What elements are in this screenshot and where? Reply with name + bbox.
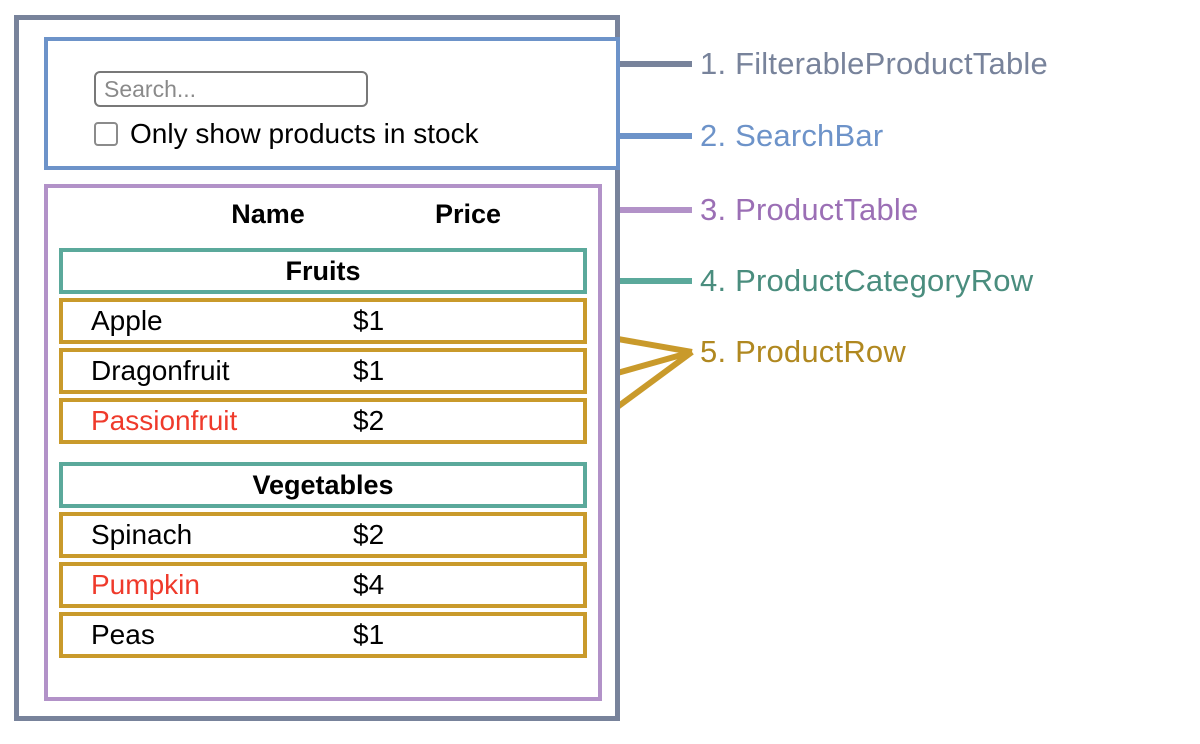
product-name: Dragonfruit <box>91 355 230 386</box>
product-row: Spinach $2 <box>59 512 587 558</box>
product-row: Apple $1 <box>59 298 587 344</box>
product-row: Peas $1 <box>59 612 587 658</box>
legend-label: SearchBar <box>735 118 884 153</box>
product-name: Spinach <box>91 519 193 550</box>
product-category-label: Fruits <box>285 255 361 286</box>
section-spacer <box>59 448 587 462</box>
product-name: Passionfruit <box>91 405 238 436</box>
checkbox-icon[interactable] <box>94 122 118 146</box>
legend-item-product-category-row: 4. ProductCategoryRow <box>700 265 1033 296</box>
legend-item-filterable-product-table: 1. FilterableProductTable <box>700 48 1048 79</box>
legend-item-search-bar: 2. SearchBar <box>700 120 883 151</box>
legend-item-product-row: 5. ProductRow <box>700 336 906 367</box>
column-header-name: Name <box>231 199 305 229</box>
product-row: Dragonfruit $1 <box>59 348 587 394</box>
product-price: $2 <box>353 405 385 436</box>
legend-label: FilterableProductTable <box>735 46 1048 81</box>
product-category-label: Vegetables <box>252 469 394 500</box>
product-row: Passionfruit $2 <box>59 398 587 444</box>
product-price: $1 <box>353 355 385 386</box>
product-table: Name Price Fruits Apple $1 Dragonfruit $… <box>44 184 602 701</box>
product-category-row: Fruits <box>59 248 587 294</box>
search-bar: Search... Only show products in stock <box>44 37 620 170</box>
product-price: $1 <box>353 619 385 650</box>
product-category-row: Vegetables <box>59 462 587 508</box>
legend-number: 3. <box>700 192 736 227</box>
column-header-price: Price <box>434 199 502 229</box>
product-table-body: Fruits Apple $1 Dragonfruit $1 Passionfr… <box>59 248 587 662</box>
legend-label: ProductCategoryRow <box>735 263 1034 298</box>
product-price: $4 <box>353 569 385 600</box>
product-row: Pumpkin $4 <box>59 562 587 608</box>
legend-number: 1. <box>700 46 736 81</box>
product-price: $1 <box>353 305 385 336</box>
in-stock-filter-label: Only show products in stock <box>130 118 479 149</box>
search-input[interactable]: Search... <box>94 71 368 107</box>
legend-number: 4. <box>700 263 736 298</box>
product-table-header: Name Price <box>48 198 598 236</box>
product-name: Apple <box>91 305 163 336</box>
legend-label: ProductTable <box>735 192 919 227</box>
product-name: Peas <box>91 619 155 650</box>
legend-number: 2. <box>700 118 736 153</box>
legend-label: ProductRow <box>735 334 906 369</box>
search-input-placeholder: Search... <box>104 75 197 102</box>
legend-item-product-table: 3. ProductTable <box>700 194 918 225</box>
product-name: Pumpkin <box>91 569 200 600</box>
in-stock-filter-row[interactable]: Only show products in stock <box>94 120 479 148</box>
product-price: $2 <box>353 519 385 550</box>
legend-number: 5. <box>700 334 736 369</box>
